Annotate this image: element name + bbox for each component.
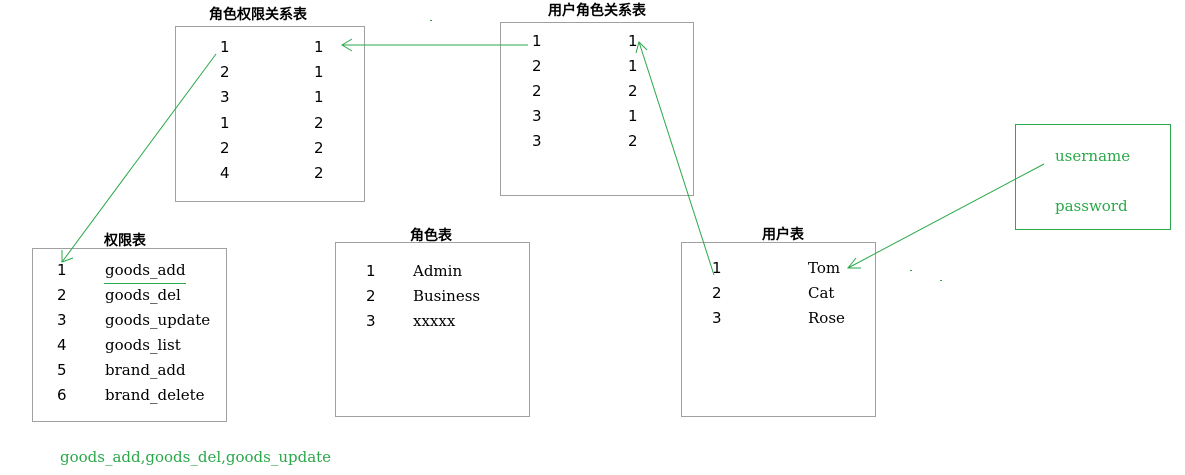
role-permission-cell: 1 (314, 38, 324, 56)
role-permission-cell: 1 (220, 113, 230, 132)
role-cell: xxxxx (413, 312, 456, 330)
role-permission-cell: 4 (220, 164, 230, 182)
role-permission-cell: 2 (314, 164, 324, 182)
user-table-title: 用户表 (762, 227, 804, 243)
arrow-roleperm-to-permission (61, 53, 217, 263)
user-cell: Cat (808, 284, 835, 302)
user-role-table: 1 1 2 1 2 2 3 1 3 2 (500, 22, 694, 196)
permission-cell: 4 (57, 336, 67, 354)
role-permission-cell: 1 (220, 38, 230, 56)
user-role-table-title: 用户角色关系表 (548, 3, 646, 19)
role-cell: 2 (366, 287, 376, 305)
user-role-cell: 2 (532, 82, 542, 100)
permission-cell: 1 (57, 261, 67, 279)
role-cell: 3 (366, 312, 376, 330)
login-box: username password (1015, 124, 1171, 230)
permission-cell: 3 (57, 311, 67, 329)
result-permissions-text: goods_add,goods_del,goods_update (60, 448, 332, 466)
permission-cell: goods_update (105, 311, 211, 329)
user-cell: 3 (712, 309, 722, 327)
permission-cell: goods_add (105, 261, 186, 279)
arrow-login-to-user (846, 163, 1045, 269)
role-permission-table-title: 角色权限关系表 (209, 7, 307, 23)
role-permission-cell: 2 (314, 138, 324, 157)
user-role-cell: 2 (628, 82, 638, 100)
role-permission-cell: 2 (220, 138, 230, 157)
user-role-cell: 1 (628, 32, 638, 50)
permission-cell: goods_list (105, 336, 181, 354)
arrow-user-to-userrole (635, 41, 715, 276)
user-cell: Rose (808, 309, 845, 327)
permission-cell: brand_delete (105, 386, 205, 404)
role-cell: Business (413, 287, 481, 305)
permission-cell: brand_add (105, 361, 186, 379)
permission-cell: goods_del (105, 286, 181, 304)
role-cell: Admin (413, 262, 463, 280)
user-cell: 1 (712, 259, 722, 277)
role-permission-cell: 1 (314, 63, 324, 82)
stray-mark (910, 270, 912, 271)
user-role-cell: 1 (628, 57, 638, 75)
stray-mark (430, 20, 432, 21)
role-permission-table: 1 1 2 1 3 1 1 2 2 2 4 2 (175, 26, 365, 202)
username-label: username (1055, 147, 1131, 165)
user-role-cell: 1 (532, 32, 542, 50)
user-role-cell: 3 (532, 132, 542, 150)
role-cell: 1 (366, 262, 376, 280)
user-role-cell: 3 (532, 107, 542, 125)
role-permission-cell: 3 (220, 88, 230, 107)
goods-add-underline (104, 283, 186, 284)
role-permission-cell: 2 (314, 113, 324, 132)
user-cell: Tom (808, 259, 841, 277)
password-label: password (1055, 197, 1128, 215)
stray-mark (940, 280, 942, 281)
arrow-userrole-to-roleperm (341, 38, 528, 52)
user-cell: 2 (712, 284, 722, 302)
user-role-cell: 1 (628, 107, 638, 125)
user-table: 1 Tom 2 Cat 3 Rose (681, 242, 876, 417)
permission-cell: 6 (57, 386, 67, 404)
permission-cell: 2 (57, 286, 67, 304)
permission-table: 1 goods_add 2 goods_del 3 goods_update 4 goods_… (32, 248, 227, 422)
role-permission-cell: 2 (220, 63, 230, 82)
permission-table-title: 权限表 (104, 233, 146, 249)
role-permission-cell: 1 (314, 88, 324, 107)
role-table: 1 Admin 2 Business 3 xxxxx (335, 242, 530, 417)
role-table-title: 角色表 (410, 228, 452, 244)
user-role-cell: 2 (532, 57, 542, 75)
user-role-cell: 2 (628, 132, 638, 150)
permission-cell: 5 (57, 361, 67, 379)
